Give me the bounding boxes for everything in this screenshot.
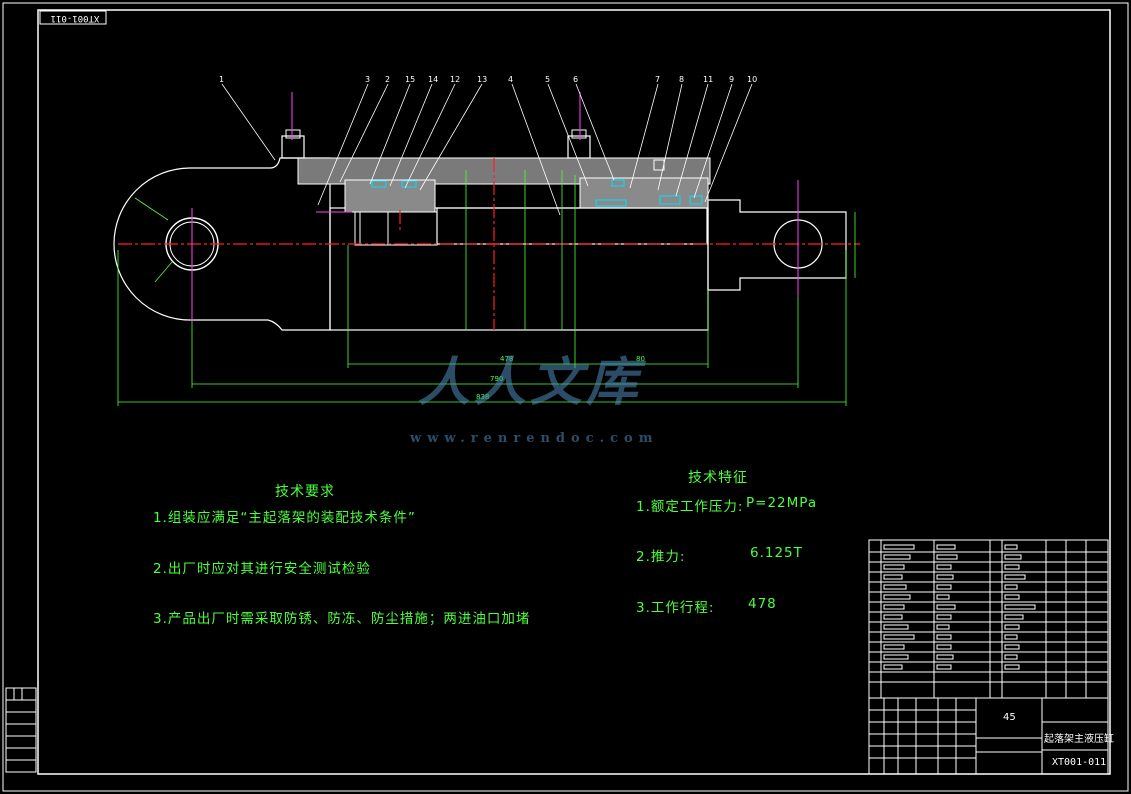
balloon-label: 8: [679, 75, 685, 84]
tech-requirements-title: 技术要求: [275, 484, 335, 500]
tech-requirement-item: 1.组装应满足“主起落架的装配技术条件”: [153, 510, 416, 526]
tech-feature-value: 6.125T: [750, 545, 803, 561]
material-cell: 45: [1003, 712, 1016, 723]
oil-port-left: [281, 135, 305, 159]
balloon-label: 3: [365, 75, 371, 84]
balloon-label: 15: [405, 75, 416, 84]
dim-overall: 838: [476, 393, 490, 401]
tech-requirement-item: 2.出厂时应对其进行安全测试检验: [153, 561, 371, 577]
balloon-label: 1: [219, 75, 225, 84]
balloon-label: 9: [729, 75, 735, 84]
tech-requirement-item: 3.产品出厂时需采取防锈、防冻、防尘措施；两进油口加堵: [153, 611, 531, 627]
balloon-label: 5: [545, 75, 551, 84]
tech-feature-label: 3.工作行程:: [636, 600, 715, 616]
rod-end: [707, 199, 847, 291]
balloon-label: 12: [450, 75, 461, 84]
dim-stroke: 478: [500, 355, 514, 363]
balloon-label: 6: [573, 75, 579, 84]
drawing-code-bottom: XT001-011: [1052, 757, 1107, 768]
dimension-lines: [117, 170, 856, 406]
centerlines: [118, 158, 860, 330]
hidden-lines: [191, 92, 799, 322]
piston: [354, 211, 438, 246]
balloon-label: 10: [747, 75, 758, 84]
watermark-text: 人人文库: [418, 352, 643, 413]
balloon-label: 13: [477, 75, 488, 84]
balloon-label: 14: [428, 75, 439, 84]
balloon-label: 2: [385, 75, 391, 84]
tech-feature-label: 2.推力:: [636, 549, 686, 565]
balloon-label: 4: [508, 75, 514, 84]
drawing-title: 起落架主液压缸: [1044, 734, 1114, 745]
tech-feature-label: 1.额定工作压力:: [636, 499, 744, 515]
tech-features-title: 技术特征: [688, 470, 748, 486]
binding-strip: [5, 687, 37, 773]
balloon-label: 11: [703, 75, 714, 84]
piston-rod: [436, 207, 708, 245]
barrel-body: [329, 207, 709, 331]
cylinder-drawing: [113, 83, 860, 406]
eye-end-outline: [113, 157, 331, 331]
code-box-top: [39, 10, 107, 25]
balloon-label: 7: [655, 75, 661, 84]
tech-feature-value: 478: [748, 596, 777, 612]
oil-port-right: [567, 135, 591, 159]
dim-pin-center: 790: [490, 375, 504, 383]
tech-feature-value: P=22MPa: [746, 495, 818, 511]
seals: [371, 179, 703, 207]
parts-list-entries: [883, 544, 1036, 670]
inner-frame: [37, 9, 1111, 775]
dim-right: 80: [636, 355, 645, 363]
leader-lines: [221, 83, 753, 216]
watermark-url: www.renrendoc.com: [410, 431, 659, 446]
title-block: [868, 539, 1109, 775]
drawing-code-top: XT001-011: [50, 13, 100, 23]
